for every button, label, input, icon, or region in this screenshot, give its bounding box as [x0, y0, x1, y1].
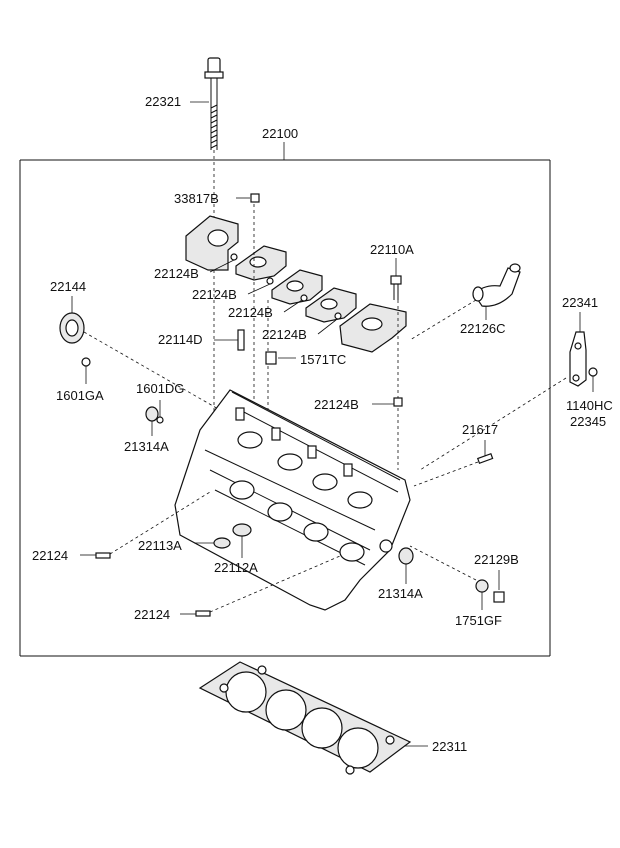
- camshaft-bearing-caps: [185, 193, 407, 470]
- leader-lines: [209, 197, 394, 405]
- seal-plugs: [145, 406, 414, 584]
- cylinder-head: [174, 389, 411, 611]
- callout-22345: 22345: [570, 414, 606, 429]
- callout-22126C: 22126C: [460, 321, 506, 336]
- callout-1601DG: 1601DG: [136, 381, 184, 396]
- callout-1601GA: 1601GA: [56, 388, 104, 403]
- breather-pipe: [409, 263, 521, 341]
- dowel-pin: [214, 329, 245, 351]
- callout-22124B-1: 22124B: [154, 266, 199, 281]
- callout-1571TC: 1571TC: [300, 352, 346, 367]
- callout-22129B: 22129B: [474, 552, 519, 567]
- callout-21314A-2: 21314A: [378, 586, 423, 601]
- callout-22110A: 22110A: [370, 242, 414, 257]
- wiring-bracket: [419, 312, 598, 471]
- studs: [80, 491, 341, 617]
- callout-22100: 22100: [262, 126, 298, 141]
- callout-22114D: 22114D: [158, 332, 203, 347]
- cam-cap-bolt: [390, 258, 402, 300]
- callout-22311: 22311: [432, 739, 467, 754]
- callout-22124B-5: 22124B: [314, 397, 359, 412]
- callout-22124-2: 22124: [134, 607, 170, 622]
- callout-22113A: 22113A: [138, 538, 182, 553]
- callout-22124B-3: 22124B: [228, 305, 273, 320]
- callout-33817B: 33817B: [174, 191, 219, 206]
- callout-21617: 21617: [462, 422, 498, 437]
- callout-1140HC: 1140HC: [566, 398, 613, 413]
- head-bolt: [190, 57, 224, 420]
- callout-22321: 22321: [145, 94, 181, 109]
- small-plugs: [81, 357, 164, 424]
- stud-21617: [413, 440, 494, 487]
- callout-22124B-4: 22124B: [262, 327, 307, 342]
- callout-22112A: 22112A: [214, 560, 258, 575]
- assembly-frame: [19, 142, 551, 657]
- cap-and-washer: [409, 545, 505, 610]
- callout-22124B-2: 22124B: [192, 287, 237, 302]
- callout-22341: 22341: [562, 295, 598, 310]
- head-gasket: [198, 661, 428, 775]
- callout-22144: 22144: [50, 279, 86, 294]
- camshaft-oil-seal: [59, 296, 221, 411]
- callout-21314A-1: 21314A: [124, 439, 169, 454]
- callout-1751GF: 1751GF: [455, 613, 502, 628]
- callout-22124-1: 22124: [32, 548, 68, 563]
- plug: [265, 351, 296, 365]
- valve-seals: [194, 523, 252, 558]
